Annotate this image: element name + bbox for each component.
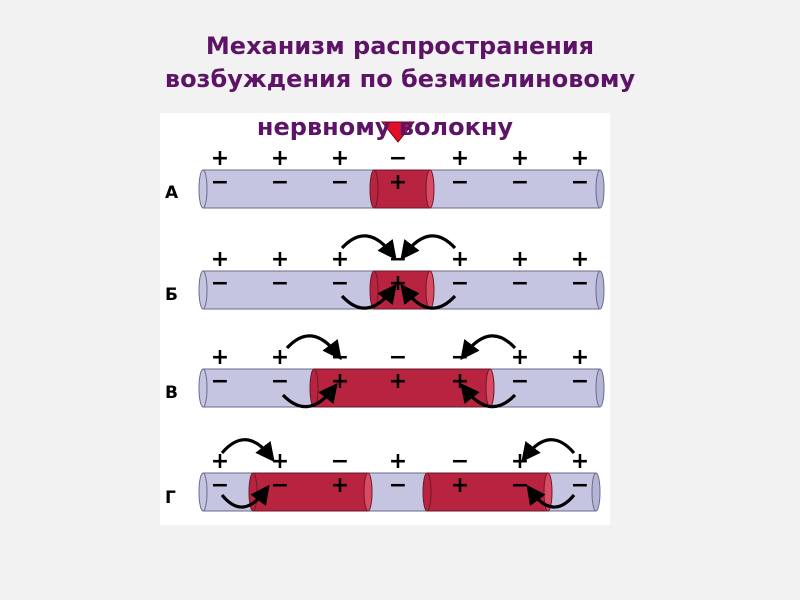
- inner-charge-sign: +: [389, 369, 407, 394]
- fiber-left-cap: [198, 472, 208, 512]
- inner-charge-sign: −: [571, 271, 589, 296]
- top-charge-sign: +: [511, 247, 529, 272]
- current-arrow: [220, 484, 270, 509]
- inner-charge-sign: −: [271, 369, 289, 394]
- slide-title: Механизм распространения возбуждения по …: [0, 30, 800, 96]
- top-charge-sign: +: [271, 345, 289, 370]
- top-charge-sign: +: [571, 345, 589, 370]
- fiber-diagram: А+++−+++−−−+−−−Б+++−+++−−−+−−−В++−−−++−−…: [165, 121, 605, 512]
- current-arrow: [460, 382, 517, 409]
- fiber-left-cap: [198, 270, 208, 310]
- inner-charge-sign: −: [211, 271, 229, 296]
- title-line-2: возбуждения по безмиелиновому: [164, 65, 636, 93]
- top-charge-sign: +: [451, 247, 469, 272]
- fiber-left-cap: [198, 169, 208, 209]
- top-charge-sign: +: [511, 345, 529, 370]
- inner-charge-sign: −: [211, 473, 229, 498]
- excited-left-cap: [309, 368, 319, 408]
- inner-charge-sign: −: [271, 170, 289, 195]
- top-charge-sign: +: [511, 146, 529, 171]
- inner-charge-sign: −: [511, 473, 529, 498]
- diagram-panel: А+++−+++−−−+−−−Б+++−+++−−−+−−−В++−−−++−−…: [160, 113, 610, 525]
- top-charge-sign: +: [211, 345, 229, 370]
- top-charge-sign: +: [331, 146, 349, 171]
- top-charge-sign: −: [331, 449, 349, 474]
- top-charge-sign: +: [571, 449, 589, 474]
- top-charge-sign: +: [511, 449, 529, 474]
- top-charge-sign: −: [451, 449, 469, 474]
- current-arrow: [460, 334, 517, 361]
- current-arrow: [285, 334, 342, 361]
- excited-right-cap: [425, 270, 435, 310]
- inner-charge-sign: −: [331, 271, 349, 296]
- current-arrow: [281, 382, 338, 409]
- excited-left-cap: [369, 169, 379, 209]
- inner-charge-sign: −: [451, 271, 469, 296]
- current-arrow: [340, 283, 397, 310]
- row-label: Г: [165, 488, 176, 508]
- top-charge-sign: +: [271, 247, 289, 272]
- row-label: А: [165, 183, 179, 203]
- title-line-3: нервному волокну: [256, 113, 514, 141]
- fiber-right-cap: [595, 270, 605, 310]
- top-charge-sign: −: [389, 345, 407, 370]
- fiber-right-cap: [591, 472, 601, 512]
- top-charge-sign: +: [271, 146, 289, 171]
- inner-charge-sign: −: [511, 170, 529, 195]
- excited-left-cap: [422, 472, 432, 512]
- current-arrow: [400, 234, 457, 261]
- excited-segment: [373, 169, 431, 209]
- current-arrow: [526, 484, 576, 509]
- top-charge-sign: +: [571, 247, 589, 272]
- inner-charge-sign: −: [571, 170, 589, 195]
- top-charge-sign: +: [211, 247, 229, 272]
- top-charge-sign: +: [271, 449, 289, 474]
- inner-charge-sign: −: [389, 473, 407, 498]
- inner-charge-sign: −: [271, 473, 289, 498]
- inner-charge-sign: −: [211, 170, 229, 195]
- inner-charge-sign: +: [331, 473, 349, 498]
- inner-charge-sign: +: [451, 473, 469, 498]
- excited-right-cap: [485, 368, 495, 408]
- row-label: В: [165, 383, 178, 403]
- top-charge-sign: +: [571, 146, 589, 171]
- inner-charge-sign: −: [571, 369, 589, 394]
- top-charge-sign: +: [331, 247, 349, 272]
- top-charge-sign: −: [389, 247, 407, 272]
- inner-charge-sign: −: [511, 271, 529, 296]
- stimulus-arrow-icon: [380, 121, 416, 143]
- fiber-left-cap: [198, 368, 208, 408]
- excited-right-cap: [425, 169, 435, 209]
- top-charge-sign: +: [451, 146, 469, 171]
- current-arrow: [220, 438, 275, 463]
- top-charge-sign: −: [389, 146, 407, 171]
- fiber-right-cap: [595, 368, 605, 408]
- inner-charge-sign: −: [211, 369, 229, 394]
- inner-charge-sign: −: [271, 271, 289, 296]
- row-label: Б: [165, 285, 178, 305]
- inner-charge-sign: −: [451, 170, 469, 195]
- inner-charge-sign: −: [571, 473, 589, 498]
- inner-charge-sign: −: [511, 369, 529, 394]
- inner-charge-sign: −: [331, 170, 349, 195]
- top-charge-sign: +: [211, 146, 229, 171]
- current-arrow: [521, 438, 576, 463]
- title-line-1: Механизм распространения: [205, 32, 595, 60]
- top-charge-sign: +: [211, 449, 229, 474]
- fiber-right-cap: [595, 169, 605, 209]
- inner-charge-sign: +: [389, 170, 407, 195]
- excited-right-cap: [363, 472, 373, 512]
- top-charge-sign: +: [389, 449, 407, 474]
- top-charge-sign: −: [451, 345, 469, 370]
- current-arrow: [400, 283, 457, 310]
- current-arrow: [340, 234, 397, 261]
- excited-segment: [252, 472, 369, 512]
